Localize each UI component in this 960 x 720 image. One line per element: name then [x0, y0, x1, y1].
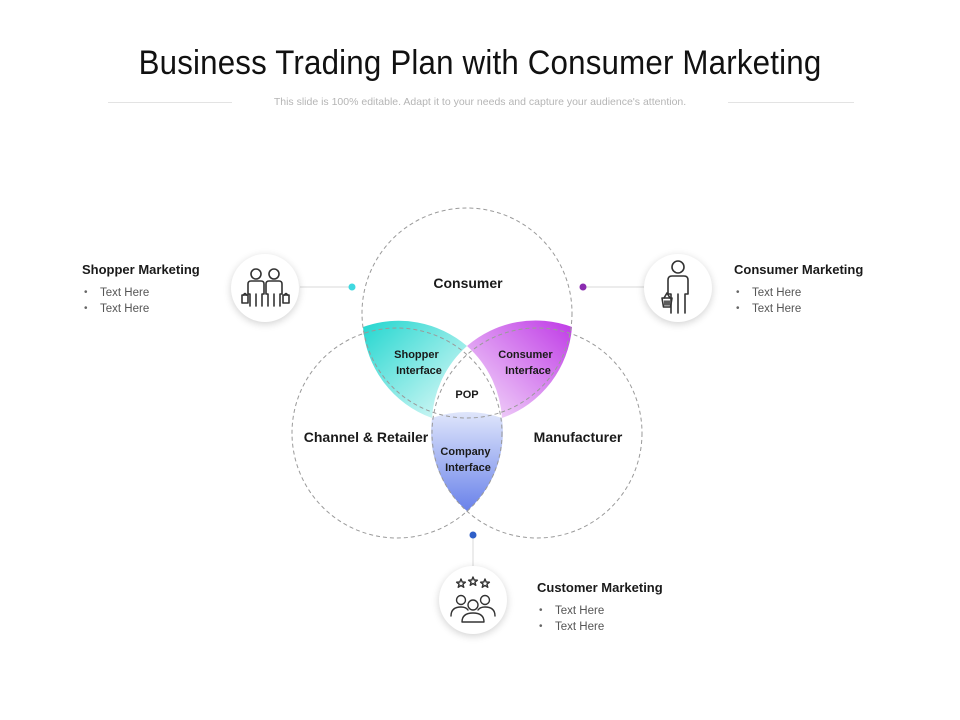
shopper-interface-label: Shopper Interface [394, 349, 442, 377]
consumer-dot [579, 283, 587, 291]
consumer-interface-region [467, 320, 572, 418]
customer-dot [469, 531, 477, 539]
shopper-marketing-heading: Shopper Marketing [82, 262, 200, 277]
consumer-marketing-list: Text Here Text Here [734, 285, 863, 317]
list-item: Text Here [736, 301, 863, 317]
customer-marketing-block: Customer Marketing Text Here Text Here [537, 580, 663, 635]
channel-retailer-label: Channel & Retailer [304, 429, 429, 445]
customer-marketing-list: Text Here Text Here [537, 603, 663, 635]
list-item: Text Here [84, 285, 200, 301]
shopper-marketing-list: Text Here Text Here [82, 285, 200, 317]
manufacturer-circle [431, 327, 643, 539]
manufacturer-label: Manufacturer [534, 429, 623, 445]
page-title: Business Trading Plan with Consumer Mark… [138, 44, 822, 82]
consumer-circle [361, 207, 573, 419]
customer-marketing-heading: Customer Marketing [537, 580, 663, 595]
consumer-icon-circle [644, 254, 712, 322]
shopper-dot [348, 283, 356, 291]
shopper-interface-region [363, 320, 467, 418]
channel-retailer-circle [291, 327, 503, 539]
list-item: Text Here [539, 619, 663, 635]
consumer-marketing-block: Consumer Marketing Text Here Text Here [734, 262, 863, 317]
list-item: Text Here [736, 285, 863, 301]
shopper-marketing-block: Shopper Marketing Text Here Text Here [82, 262, 200, 317]
customer-icon-circle [439, 566, 507, 634]
shopper-icon-circle [231, 254, 299, 322]
subtitle-rule-right [728, 102, 854, 103]
company-interface-region [431, 411, 503, 511]
list-item: Text Here [84, 301, 200, 317]
page-subtitle: This slide is 100% editable. Adapt it to… [273, 96, 687, 108]
pop-label: POP [455, 389, 478, 401]
shoppers-icon [241, 268, 290, 307]
list-item: Text Here [539, 603, 663, 619]
person-basket-icon [661, 260, 689, 314]
company-interface-label: Company Interface [440, 446, 493, 474]
customers-rating-icon [450, 576, 496, 623]
consumer-interface-label: Consumer Interface [498, 349, 555, 377]
subtitle-rule-left [108, 102, 232, 103]
consumer-label: Consumer [433, 275, 503, 291]
consumer-marketing-heading: Consumer Marketing [734, 262, 864, 277]
